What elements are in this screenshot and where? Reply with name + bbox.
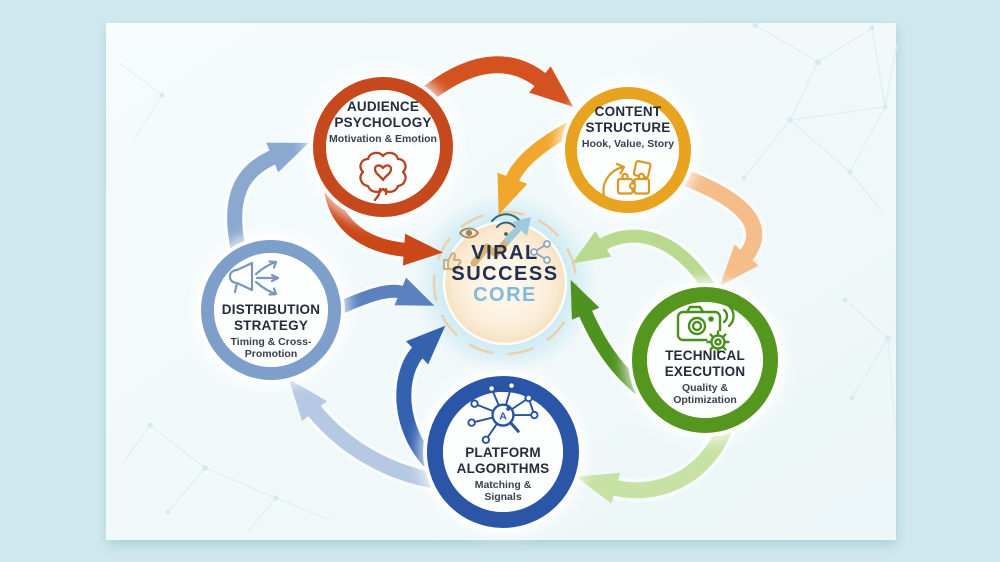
- wifi-signal-icon: [491, 213, 521, 236]
- node-title: DISTRIBUTION: [221, 302, 321, 317]
- node-title: STRUCTURE: [585, 119, 671, 135]
- node-subtitle: Motivation & Emotion: [329, 133, 437, 145]
- technical-execution-label: TECHNICAL EXECUTION Quality & Optimizati…: [661, 348, 749, 406]
- camera-gear-icon: [676, 304, 735, 354]
- megaphone-arrows-icon: [228, 260, 280, 296]
- node-icons: A: [228, 151, 735, 444]
- node-title: PLATFORM: [465, 445, 541, 460]
- content-structure-ring: [565, 87, 691, 213]
- core-wording: VIRAL SUCCESS CORE: [451, 242, 558, 306]
- node-subtitle: Quality & Optimization: [673, 382, 737, 406]
- core-title-line2: SUCCESS: [451, 263, 558, 285]
- node-title: EXECUTION: [664, 363, 746, 379]
- growth-arrow-icon: [470, 217, 531, 267]
- network-pattern: [117, 22, 898, 532]
- platform-algorithms-label: PLATFORM ALGORITHMS Matching & Signals: [457, 445, 550, 503]
- node-title: STRATEGY: [233, 317, 309, 333]
- brain-heart-icon: [359, 151, 407, 202]
- node-title: TECHNICAL: [665, 348, 745, 363]
- distribution-strategy-label: DISTRIBUTION STRATEGY Timing & Cross-Pro…: [212, 302, 330, 360]
- share-network-icon: [530, 240, 551, 264]
- node-title: PSYCHOLOGY: [334, 114, 432, 130]
- technical-to-core-upper-arrow: [572, 229, 719, 299]
- node-subtitle: Matching & Signals: [474, 479, 532, 503]
- audience-to-content-arrow: [411, 56, 574, 109]
- algorithm-search-icon: A: [467, 381, 539, 444]
- platform-algorithms-ring: [427, 376, 579, 528]
- core-icons: [443, 213, 551, 270]
- node-title: AUDIENCE: [346, 99, 420, 114]
- node-subtitle: Hook, Value, Story: [581, 138, 675, 150]
- core-title-line1: VIRAL: [471, 242, 539, 264]
- thumbs-up-icon: [443, 252, 462, 270]
- core-title-line3: CORE: [473, 284, 537, 306]
- puzzle-pieces-icon: [602, 159, 652, 198]
- audience-psychology-label: AUDIENCE PSYCHOLOGY Motivation & Emotion: [308, 99, 458, 145]
- audience-psychology-ring: [313, 77, 453, 217]
- node-subtitle: Timing & Cross-Promotion: [230, 336, 312, 360]
- eye-icon: [459, 227, 479, 239]
- technical-execution-ring: [632, 287, 778, 433]
- node-rings: [192, 68, 787, 537]
- distribution-strategy-ring: [201, 240, 341, 380]
- content-structure-label: CONTENT STRUCTURE Hook, Value, Story: [553, 104, 703, 150]
- algorithm-letter: A: [499, 411, 507, 422]
- node-title: ALGORITHMS: [456, 460, 550, 476]
- node-title: CONTENT: [594, 104, 662, 119]
